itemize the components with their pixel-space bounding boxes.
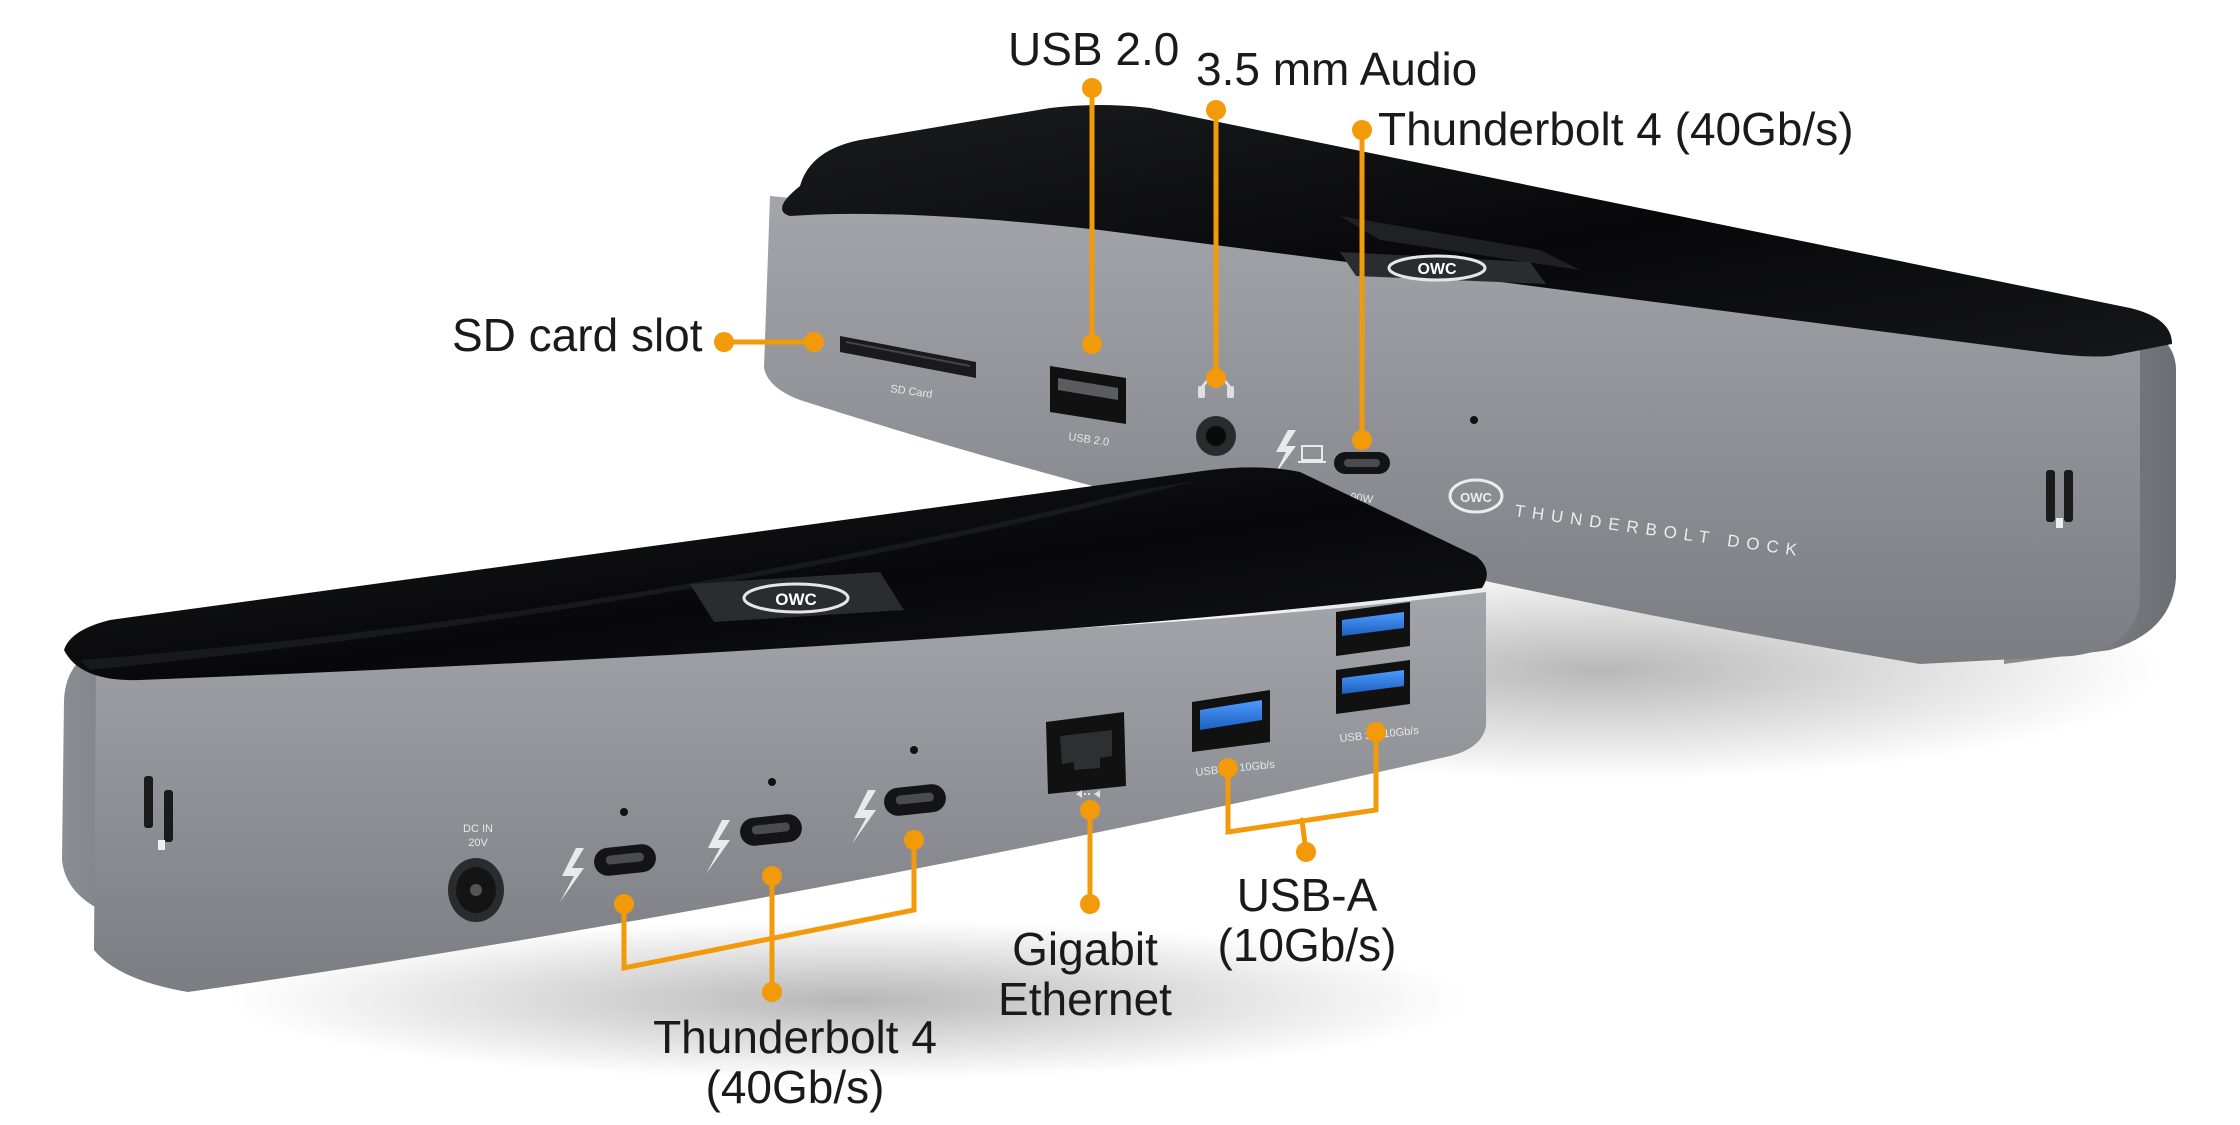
thunderbolt-icon bbox=[560, 848, 584, 902]
laptop-icon bbox=[1298, 445, 1326, 463]
svg-text:USB 2.0: USB 2.0 bbox=[1068, 431, 1110, 449]
svg-text:OWC: OWC bbox=[775, 590, 817, 609]
lower-dock-front-face bbox=[94, 592, 1486, 992]
usb-2-0-port: USB 2.0 bbox=[1050, 366, 1126, 449]
leader-thunderbolt-bottom bbox=[621, 837, 917, 995]
callout-leaders bbox=[621, 85, 1379, 995]
thunderbolt-port-2 bbox=[706, 778, 802, 874]
thunderbolt-icon bbox=[1274, 430, 1296, 476]
callout-thunderbolt-bottom: Thunderbolt 4 (40Gb/s) bbox=[630, 1012, 960, 1112]
owc-logo-icon: OWC bbox=[690, 572, 904, 622]
thunderbolt-icon bbox=[706, 820, 730, 874]
usb-a-port-2 bbox=[1336, 602, 1410, 656]
thunderbolt-host-port: 90W bbox=[1274, 430, 1390, 506]
upper-dock-top-panel bbox=[782, 105, 2172, 357]
callout-dots bbox=[614, 78, 1386, 1002]
callout-ethernet: Gigabit Ethernet bbox=[990, 924, 1180, 1024]
svg-text:DC IN: DC IN bbox=[463, 823, 493, 835]
svg-text:OWC: OWC bbox=[1417, 261, 1457, 278]
thunderbolt-port-1 bbox=[560, 808, 656, 902]
lower-dock: OWC DC IN 20V bbox=[62, 467, 1487, 1080]
svg-text:20V: 20V bbox=[468, 837, 488, 849]
callout-thunderbolt-bottom-line-1: Thunderbolt 4 bbox=[653, 1011, 937, 1063]
status-led bbox=[1470, 416, 1478, 424]
thunderbolt-icon bbox=[852, 790, 876, 844]
svg-text:OWC: OWC bbox=[1460, 490, 1492, 505]
dc-in-port: DC IN 20V bbox=[448, 823, 504, 922]
svg-text:SD Card: SD Card bbox=[890, 383, 933, 401]
security-slot bbox=[2046, 470, 2073, 528]
ethernet-port bbox=[1046, 712, 1126, 798]
callout-thunderbolt-bottom-line-2: (40Gb/s) bbox=[705, 1061, 885, 1113]
callout-audio: 3.5 mm Audio bbox=[1196, 43, 1478, 95]
callout-usb-a-line-1: USB-A bbox=[1236, 869, 1378, 921]
lower-dock-shadow bbox=[230, 920, 1470, 1080]
security-slot bbox=[144, 776, 173, 850]
sd-card-slot: SD Card bbox=[840, 336, 976, 401]
callout-thunderbolt-top: Thunderbolt 4 (40Gb/s) bbox=[1378, 103, 1854, 155]
thunderbolt-port-3 bbox=[852, 746, 946, 844]
callout-usb-a-line-2: (10Gb/s) bbox=[1217, 919, 1397, 971]
callout-ethernet-line-1: Gigabit bbox=[1012, 923, 1158, 975]
ethernet-icon bbox=[1076, 790, 1100, 798]
callout-sd-card: SD card slot bbox=[452, 309, 703, 361]
callout-usb-a: USB-A (10Gb/s) bbox=[1212, 870, 1402, 970]
callout-usb-2-0: USB 2.0 bbox=[1008, 23, 1180, 75]
callout-ethernet-line-2: Ethernet bbox=[998, 973, 1172, 1025]
owc-logo-icon: OWC bbox=[1340, 252, 1546, 284]
